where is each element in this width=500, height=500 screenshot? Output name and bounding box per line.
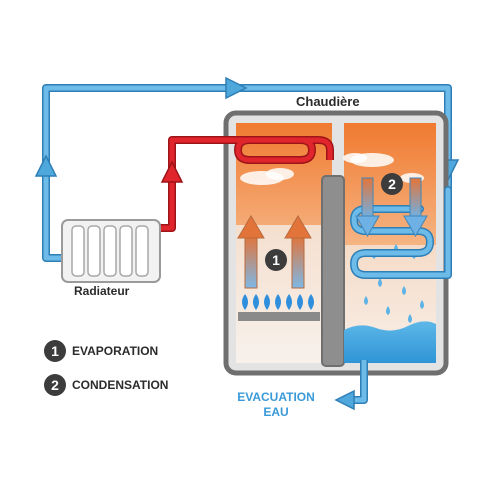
burner-bar — [238, 312, 320, 321]
flow-arrow-left-icon — [34, 154, 58, 177]
evaporation-arrow-icon — [284, 215, 312, 289]
legend-text: CONDENSATION — [72, 378, 169, 392]
condensation-arrow-icon — [403, 177, 428, 238]
stage-2-badge-number: 2 — [388, 176, 396, 192]
hot-flow-arrow-icon — [160, 160, 184, 183]
radiator-label: Radiateur — [74, 284, 130, 298]
water-tank — [344, 321, 436, 363]
legend-badge: 1 — [44, 340, 66, 362]
legend-text: EVAPORATION — [72, 344, 159, 358]
radiator-icon — [61, 219, 161, 283]
condensation-coil-core — [351, 187, 451, 278]
flow-arrow-top-icon — [225, 76, 248, 100]
boiler-label: Chaudière — [296, 94, 360, 109]
legend-item-evaporation: 1 EVAPORATION — [44, 340, 158, 362]
legend-item-condensation: 2 CONDENSATION — [44, 374, 168, 396]
condensation-arrow-icon — [355, 177, 380, 238]
flue-divider — [321, 175, 345, 367]
hot-pipe-core — [158, 137, 333, 231]
drain-arrow-icon — [334, 389, 355, 411]
legend-badge: 2 — [44, 374, 66, 396]
stage-2-badge — [381, 173, 403, 195]
flame-icon — [242, 294, 314, 310]
evacuation-label: EVACUATION EAU — [237, 390, 315, 419]
stage-1-badge-number: 1 — [272, 252, 280, 268]
drain-pipe-core — [352, 360, 367, 403]
stage-1-badge — [265, 249, 287, 271]
cloud-shape — [266, 168, 294, 180]
cloud-shape — [343, 153, 367, 163]
evaporation-arrow-icon — [237, 215, 265, 289]
